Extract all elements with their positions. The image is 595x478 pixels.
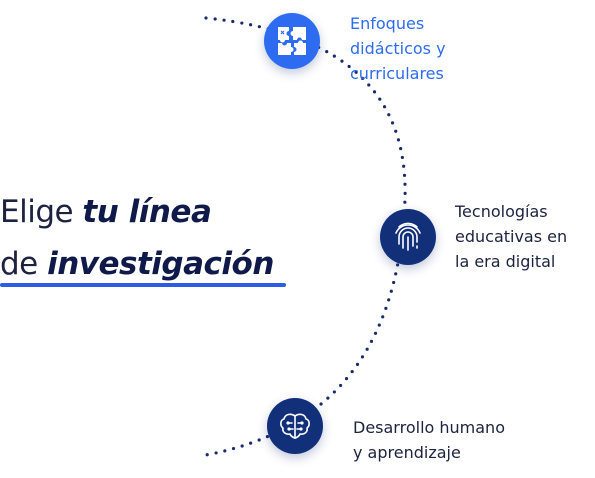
topic-node-development[interactable] (267, 398, 323, 454)
puzzle-icon (278, 27, 306, 55)
brain-icon (280, 413, 310, 439)
topic-node-technology[interactable] (380, 209, 436, 265)
fingerprint-icon (395, 222, 421, 251)
topic-label-technology: Tecnologías educativas en la era digital (455, 202, 568, 271)
topic-node-didactic[interactable] (264, 13, 320, 69)
topic-label-didactic: Enfoques didácticos y curriculares (350, 14, 446, 83)
headline-emphasis-1: tu línea (82, 194, 212, 230)
topic-label-development: Desarrollo humano y aprendizaje (353, 418, 505, 462)
headline-line-1: Elige tu línea (0, 194, 212, 230)
headline-underline (0, 283, 286, 287)
headline: Elige tu línea de investigación (0, 186, 274, 290)
headline-line-2: de investigación (0, 246, 274, 282)
headline-emphasis-2: investigación (47, 246, 274, 282)
